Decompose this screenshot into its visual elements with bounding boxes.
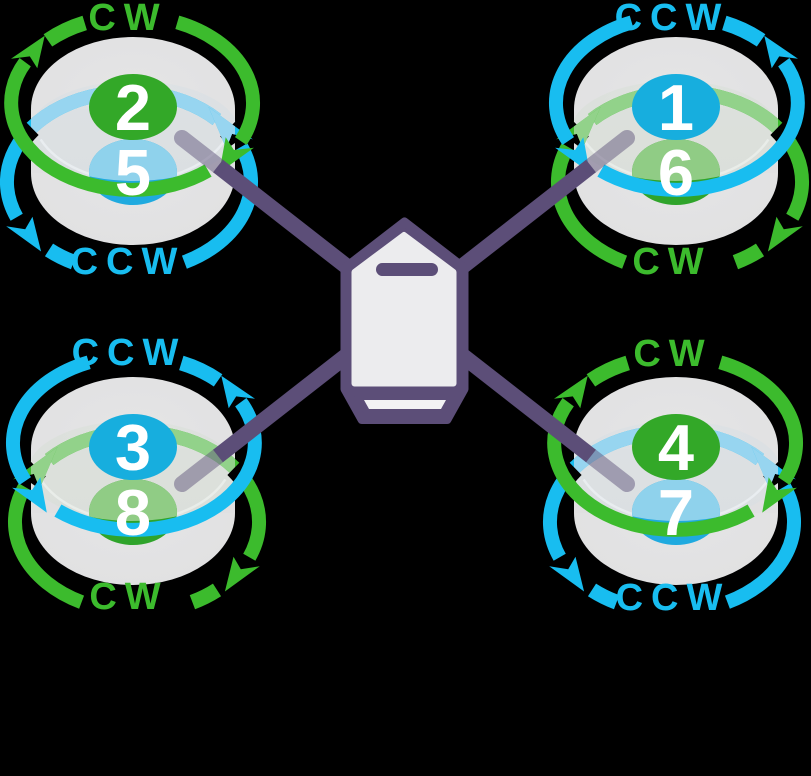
- svg-text:CCW: CCW: [616, 577, 731, 619]
- svg-text:CW: CW: [89, 576, 168, 618]
- svg-text:CCW: CCW: [615, 0, 730, 39]
- svg-text:8: 8: [115, 476, 151, 549]
- svg-text:CW: CW: [633, 333, 712, 375]
- svg-text:4: 4: [658, 411, 694, 484]
- svg-text:CW: CW: [632, 241, 711, 283]
- svg-text:6: 6: [658, 136, 694, 209]
- svg-text:CCW: CCW: [71, 241, 186, 283]
- svg-text:CCW: CCW: [72, 332, 187, 374]
- svg-text:CW: CW: [88, 0, 167, 39]
- svg-text:3: 3: [115, 411, 151, 484]
- svg-text:1: 1: [658, 71, 694, 144]
- svg-text:7: 7: [658, 476, 694, 549]
- svg-text:2: 2: [115, 71, 151, 144]
- svg-text:5: 5: [115, 136, 151, 209]
